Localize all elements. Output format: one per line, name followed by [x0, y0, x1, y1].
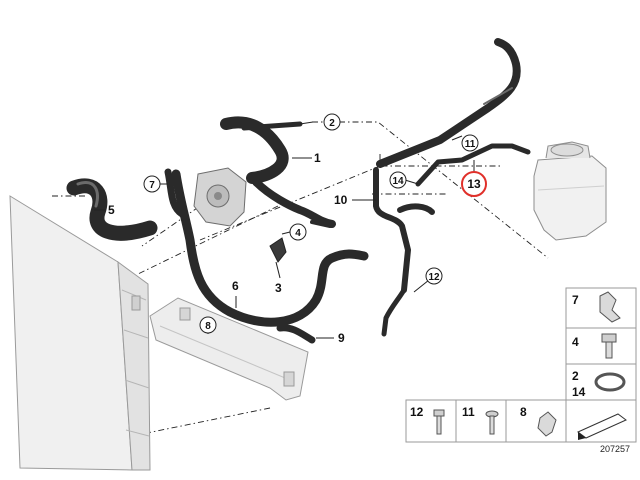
part-callouts: 1 5 3 6 9 10 2 7 4 8 14 11 12 13: [108, 113, 487, 345]
callout-8: 8: [205, 321, 211, 332]
lower-bracket-panel: [149, 297, 309, 401]
callout-10: 10: [334, 193, 348, 207]
hex-bolt-icon: [433, 409, 445, 435]
hose-section-icon: [577, 413, 627, 440]
callout-2: 2: [329, 118, 335, 129]
legend-label-8: 8: [520, 405, 527, 419]
callout-3: 3: [275, 281, 282, 295]
legend-label-11: 11: [462, 405, 475, 419]
callout-6: 6: [232, 279, 239, 293]
spring-clamp-icon: [594, 372, 626, 392]
legend-label-12: 12: [410, 405, 424, 419]
callout-12: 12: [428, 272, 440, 283]
radiator: [9, 195, 151, 471]
legend-label-2: 2: [572, 369, 579, 383]
callout-13: 13: [467, 177, 481, 191]
expansion-tank: [533, 141, 607, 241]
reference-number: 207257: [600, 444, 630, 454]
callout-1: 1: [314, 151, 321, 165]
hoses: [66, 38, 531, 344]
clip-icon: [537, 411, 557, 437]
callout-14: 14: [392, 176, 404, 187]
callout-9: 9: [338, 331, 345, 345]
hose-clip-icon: [599, 291, 621, 323]
legend-label-4: 4: [572, 335, 579, 349]
callout-11: 11: [465, 139, 476, 150]
hex-bolt-icon: [601, 333, 617, 359]
callout-4: 4: [295, 228, 301, 239]
legend-label-14: 14: [572, 385, 586, 399]
highlight-ring-13: [461, 171, 487, 197]
callout-7: 7: [149, 180, 155, 191]
parts-legend: 7 4 2 14 12 11 8: [405, 287, 637, 443]
callout-5: 5: [108, 203, 115, 217]
torx-screw-icon: [485, 410, 499, 435]
water-pump-housing: [193, 167, 247, 227]
legend-label-7: 7: [572, 293, 579, 307]
